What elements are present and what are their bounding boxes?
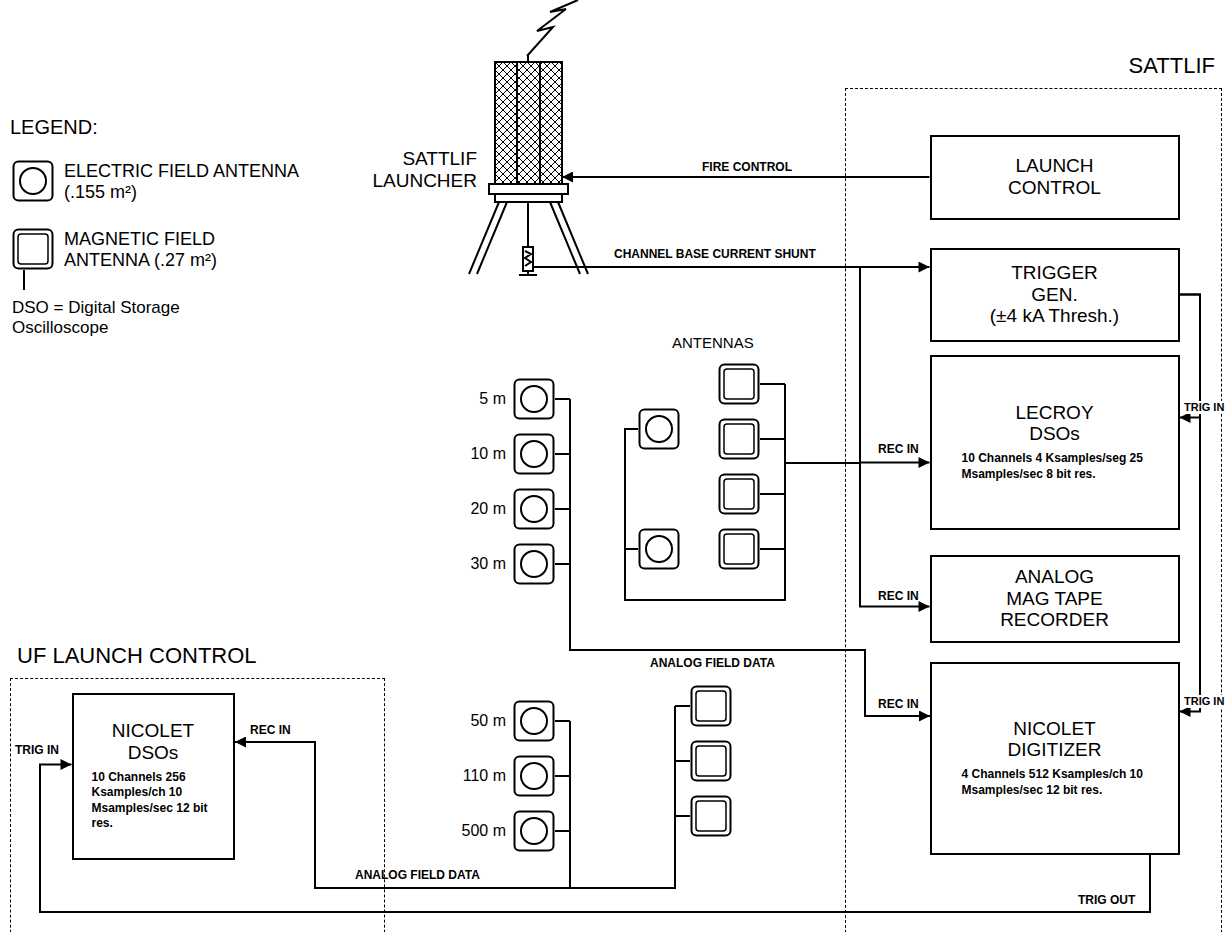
field-data-wire [235,706,675,888]
electric-antenna [515,545,554,584]
node-title: NICOLET DIGITIZER [992,718,1117,762]
node-detail: 10 Channels 4 Ksamples/seg 25 Msamples/s… [962,451,1162,482]
system-region: SATTLIFLAUNCH CONTROLTRIGGER GEN.(±4 kA … [845,88,1222,932]
distance-label: 30 m [452,555,506,573]
connector-label: FIRE CONTROL [700,161,794,175]
launcher-part [495,62,562,184]
node-title: SATTLIF LAUNCHER [365,148,477,192]
antenna-stub [760,384,785,549]
distance-label: 50 m [452,712,506,730]
wire-label: ANALOG FIELD DATA [355,869,480,883]
magnetic-antenna [692,742,731,781]
port-label: TRIG IN [1183,401,1225,414]
signal-connector [562,267,930,607]
node-detail: 10 Channels 256 Ksamples/ch 10 Msamples/… [92,770,225,832]
node-title: LAUNCH CONTROL [990,155,1120,199]
group-label: ANTENNAS [672,334,754,351]
node-title: UF LAUNCH CONTROL [17,643,257,669]
launcher-part [523,247,533,271]
node-title: LECROY DSOs [1000,402,1110,446]
signal-wires [24,270,930,888]
electric-antenna [515,490,554,529]
legend-heading: LEGEND: [10,116,98,139]
magnetic-antenna [720,475,759,514]
antenna-bus [555,721,570,888]
distance-label: 500 m [446,822,506,840]
electric-antenna [515,812,554,851]
instrument-box: NICOLET DIGITIZER 4 Channels 512 Ksamples… [930,662,1180,855]
port-label: TRIG OUT [1078,894,1135,908]
signal-connector [1180,295,1201,418]
magnetic-antenna [692,687,731,726]
antenna-bus [625,384,785,600]
launcher-part [469,202,588,274]
signal-connector [1180,295,1201,712]
node-detail: (±4 kA Thresh.) [990,305,1119,327]
magnetic-antenna [720,365,759,404]
electric-antenna [515,757,554,796]
node-title: TRIGGER GEN. [1000,262,1110,306]
rocket-launcher: SATTLIF LAUNCHER [495,62,562,275]
electric-antenna [640,530,679,569]
electric-antenna-sample [14,162,53,201]
port-label: REC IN [250,724,291,738]
electric-antenna [515,380,554,419]
launcher-part [517,54,540,184]
wire-label: ANALOG FIELD DATA [650,657,775,671]
distance-label: 20 m [452,500,506,518]
note: DSO = Digital Storage Oscilloscope [12,298,227,337]
node-title: SATTLIF [1129,53,1215,79]
port-label: TRIG IN [15,744,59,758]
field-data-wire [785,462,860,464]
legend-text: MAGNETIC FIELD ANTENNA (.27 m²) [64,229,299,270]
electric-antenna [640,410,679,449]
antenna-stub [23,270,25,290]
signal-connector [562,176,930,178]
distance-label: 110 m [446,767,506,785]
instrument-box: LECROY DSOs 10 Channels 4 Ksamples/seg 25… [930,355,1180,530]
magnetic-antenna [692,797,731,836]
launcher-part [519,267,562,275]
distance-label: 10 m [452,445,506,463]
magnetic-antenna-sample [14,230,53,269]
launcher-drawing [495,62,562,275]
port-label: REC IN [878,590,919,604]
port-label: TRIG IN [1183,695,1225,708]
node-title: NICOLET DSOs [103,720,203,764]
port-label: REC IN [878,698,919,712]
antenna-stub [555,399,570,564]
legend-text: ELECTRIC FIELD ANTENNA (.155 m²) [64,161,299,202]
magnetic-antenna [720,420,759,459]
connector-label: CHANNEL BASE CURRENT SHUNT [612,248,818,262]
electric-antenna [515,702,554,741]
distance-label: 5 m [452,390,506,408]
port-label: REC IN [878,443,919,457]
lightning-bolt [527,0,578,56]
launcher-part [489,184,568,194]
instrument-box: ANALOG MAG TAPE RECORDER [930,555,1180,643]
process-box: LAUNCH CONTROL [930,135,1180,220]
magnetic-antenna [720,530,759,569]
antenna-stub [675,706,690,816]
node-detail: 4 Channels 512 Ksamples/ch 10 Msamples/s… [962,767,1162,798]
electric-antenna [515,435,554,474]
launcher-part [495,194,562,202]
node-title: ANALOG MAG TAPE RECORDER [992,566,1117,632]
launcher-part [527,202,529,247]
system-region: UF LAUNCH CONTROLNICOLET DSOs10 Channels… [10,678,385,932]
process-box: TRIGGER GEN.(±4 kA Thresh.) [930,248,1180,342]
instrument-box: NICOLET DSOs 10 Channels 256 Ksamples/ch … [72,693,235,860]
launcher-part [525,251,531,266]
signal-connector [562,267,930,463]
